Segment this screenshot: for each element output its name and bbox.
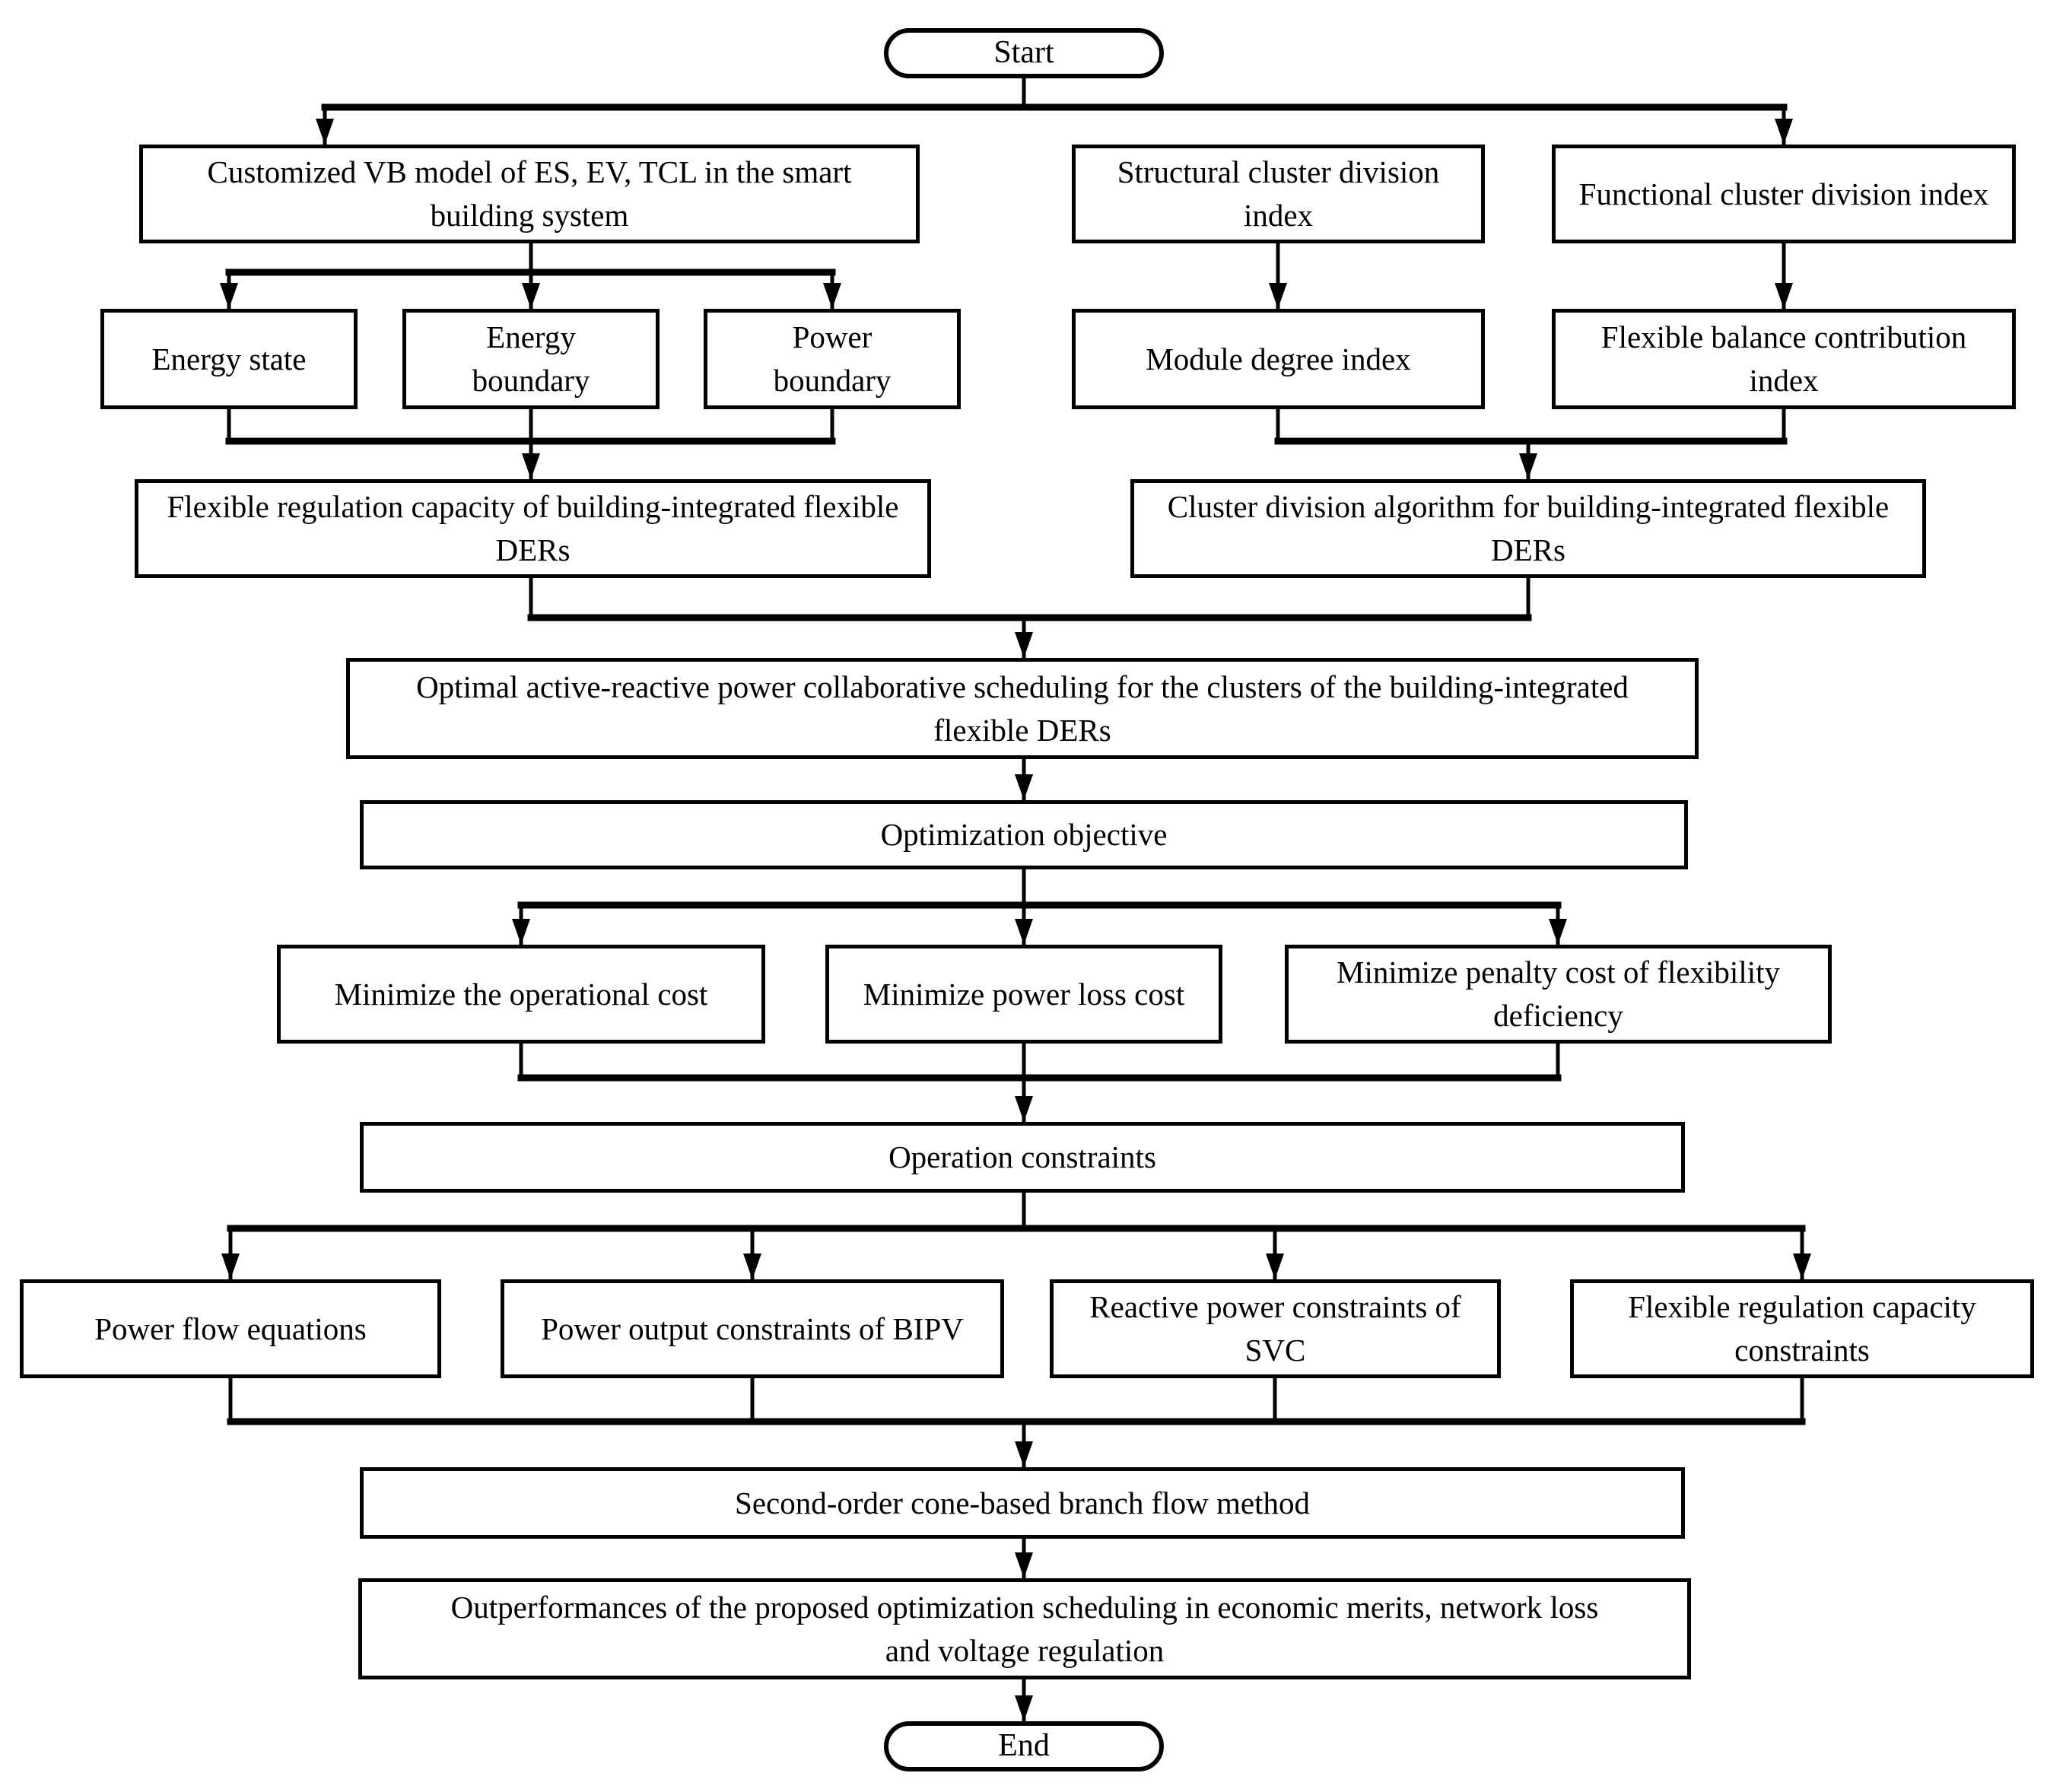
node-energy-state-label: Energy state: [151, 341, 307, 377]
node-outperformances-label: Outperformances of the proposed optimiza…: [450, 1589, 1599, 1668]
node-outperformances: Outperformances of the proposed optimiza…: [358, 1578, 1691, 1679]
node-frc-constraints: Flexible regulation capacity constraints: [1570, 1279, 2034, 1378]
node-power-flow-label: Power flow equations: [94, 1311, 367, 1346]
node-optimal-scheduling: Optimal active-reactive power collaborat…: [346, 658, 1699, 759]
node-structural-index-label: Structural cluster division index: [1117, 154, 1440, 233]
node-functional-index-label: Functional cluster division index: [1578, 176, 1989, 211]
connectors: [220, 76, 1811, 1721]
node-socp-method-label: Second-order cone-based branch flow meth…: [735, 1485, 1310, 1520]
node-energy-boundary: Energy boundary: [402, 309, 660, 409]
node-energy-state: Energy state: [100, 309, 358, 409]
node-power-flow: Power flow equations: [20, 1279, 441, 1378]
node-structural-index: Structural cluster division index: [1072, 145, 1485, 243]
node-min-penalty-label: Minimize penalty cost of flexibility def…: [1337, 955, 1780, 1033]
node-flexible-regulation: Flexible regulation capacity of building…: [135, 479, 931, 578]
node-flexible-balance-label: Flexible balance contribution index: [1600, 319, 1967, 398]
node-socp-method: Second-order cone-based branch flow meth…: [360, 1467, 1685, 1539]
node-frc-constraints-label: Flexible regulation capacity constraints: [1628, 1289, 1976, 1368]
node-cluster-division: Cluster division algorithm for building-…: [1130, 479, 1926, 578]
node-min-operational-label: Minimize the operational cost: [334, 976, 708, 1012]
node-start: Start: [884, 28, 1164, 78]
node-power-boundary-label: Power boundary: [773, 319, 892, 398]
node-optimization-objective: Optimization objective: [360, 800, 1688, 869]
node-min-operational: Minimize the operational cost: [277, 945, 765, 1044]
node-vb-model-label: Customized VB model of ES, EV, TCL in th…: [207, 154, 852, 233]
node-flexible-balance: Flexible balance contribution index: [1552, 309, 2016, 409]
node-min-power-loss-label: Minimize power loss cost: [863, 976, 1185, 1012]
node-vb-model: Customized VB model of ES, EV, TCL in th…: [139, 145, 920, 243]
node-functional-index: Functional cluster division index: [1552, 145, 2016, 243]
node-end: End: [884, 1721, 1164, 1771]
node-optimal-scheduling-label: Optimal active-reactive power collaborat…: [416, 669, 1629, 748]
node-module-degree-label: Module degree index: [1146, 341, 1411, 377]
node-power-boundary: Power boundary: [704, 309, 961, 409]
node-bipv-constraints: Power output constraints of BIPV: [501, 1279, 1004, 1378]
node-bipv-constraints-label: Power output constraints of BIPV: [541, 1311, 964, 1346]
node-end-label: End: [998, 1728, 1050, 1764]
node-energy-boundary-label: Energy boundary: [472, 319, 590, 398]
node-optimization-objective-label: Optimization objective: [880, 817, 1168, 853]
node-cluster-division-label: Cluster division algorithm for building-…: [1167, 489, 1890, 567]
node-min-penalty: Minimize penalty cost of flexibility def…: [1285, 945, 1832, 1044]
node-flexible-regulation-label: Flexible regulation capacity of building…: [167, 489, 899, 567]
node-svc-constraints-label: Reactive power constraints of SVC: [1089, 1289, 1461, 1368]
node-operation-constraints-label: Operation constraints: [888, 1139, 1156, 1175]
node-module-degree: Module degree index: [1072, 309, 1485, 409]
node-start-label: Start: [993, 35, 1054, 71]
node-svc-constraints: Reactive power constraints of SVC: [1050, 1279, 1501, 1378]
node-operation-constraints: Operation constraints: [360, 1122, 1685, 1193]
node-min-power-loss: Minimize power loss cost: [825, 945, 1222, 1044]
